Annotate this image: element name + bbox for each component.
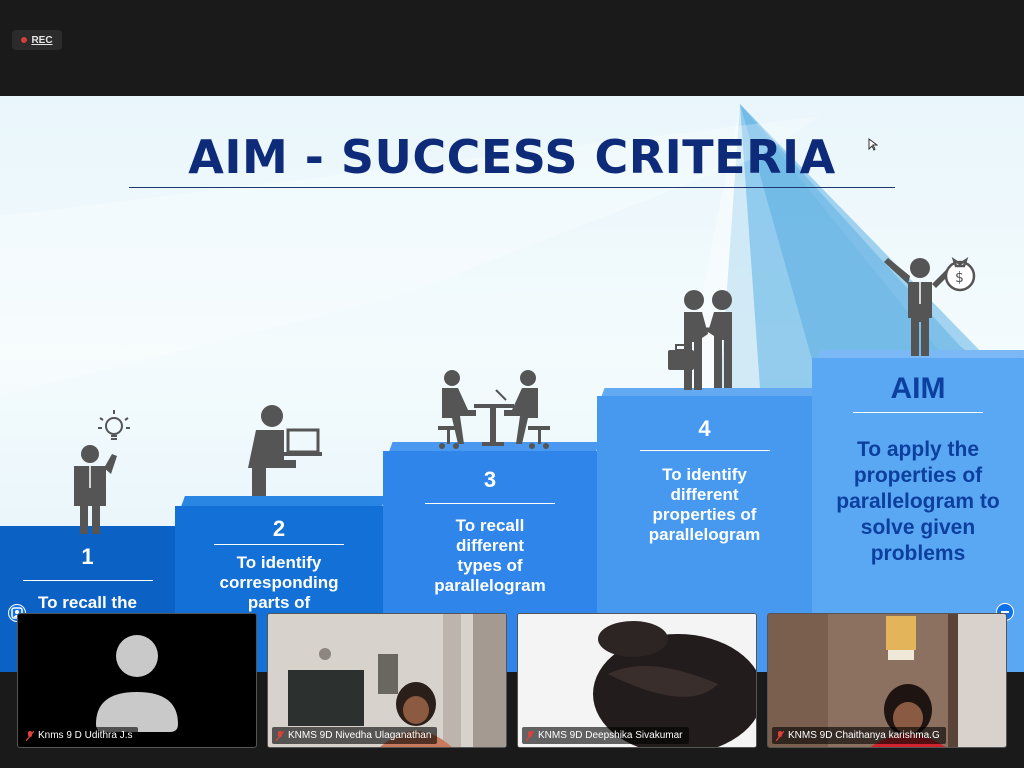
participant-name-tag: KNMS 9D Nivedha Ulaganathan [272, 727, 438, 744]
muted-mic-icon [776, 730, 784, 741]
step-text: To recall the [38, 593, 137, 612]
participant-tile[interactable]: Knms 9 D Udithra J.s [17, 613, 257, 748]
step-rule [425, 503, 555, 504]
meeting-table-icon [438, 370, 550, 449]
participant-name: KNMS 9D Deepshika Sivakumar [538, 730, 683, 741]
step-rule [853, 412, 983, 413]
handshake-icon [668, 290, 732, 390]
step-rule [214, 544, 344, 545]
winner-money-bag-icon: $ [884, 256, 976, 356]
shared-slide: AIM - SUCCESS CRITERIA 1 To recall the 2… [0, 96, 1024, 672]
participant-tile[interactable]: KNMS 9D Nivedha Ulaganathan [267, 613, 507, 748]
thinking-person-icon [74, 410, 130, 534]
step-number: 2 [272, 516, 286, 541]
step-number: 4 [698, 416, 711, 441]
step-rule [22, 580, 153, 581]
title-underline [129, 187, 895, 188]
step-rule [639, 450, 770, 451]
record-dot-icon [21, 37, 28, 43]
muted-mic-icon [276, 730, 284, 741]
participant-name-tag: KNMS 9D Deepshika Sivakumar [522, 727, 689, 744]
step-text: To recall different types of parallelogr… [434, 516, 546, 595]
participant-video [268, 614, 506, 747]
participant-name-tag: KNMS 9D Chaithanya karishma.G [772, 727, 946, 744]
participant-name: Knms 9 D Udithra J.s [38, 730, 133, 741]
recording-label: REC [31, 34, 53, 46]
muted-mic-icon [526, 730, 534, 741]
top-bar: REC [0, 0, 1024, 96]
aim-heading: AIM [890, 372, 946, 405]
muted-mic-icon [26, 730, 34, 741]
participant-tile[interactable]: KNMS 9D Deepshika Sivakumar [517, 613, 757, 748]
person-laptop-icon [248, 405, 322, 496]
minus-icon [1001, 611, 1009, 613]
recording-indicator[interactable]: REC [12, 30, 62, 50]
svg-text:$: $ [955, 270, 964, 286]
participant-name: KNMS 9D Nivedha Ulaganathan [288, 730, 432, 741]
participant-video [518, 614, 756, 747]
mouse-cursor-icon [868, 138, 878, 151]
step-number: 3 [483, 467, 497, 492]
step-number: 1 [81, 544, 94, 569]
step-text: To identify different properties of para… [648, 465, 761, 544]
aim-text: To apply the properties of parallelogram… [836, 438, 1000, 565]
step-text: To identify corresponding parts of [219, 553, 339, 612]
slide-title: AIM - SUCCESS CRITERIA [188, 130, 836, 184]
participant-tile[interactable]: KNMS 9D Chaithanya karishma.G [767, 613, 1007, 748]
participant-name: KNMS 9D Chaithanya karishma.G [788, 730, 940, 741]
avatar-placeholder-icon [96, 635, 178, 732]
participant-name-tag: Knms 9 D Udithra J.s [22, 727, 139, 744]
